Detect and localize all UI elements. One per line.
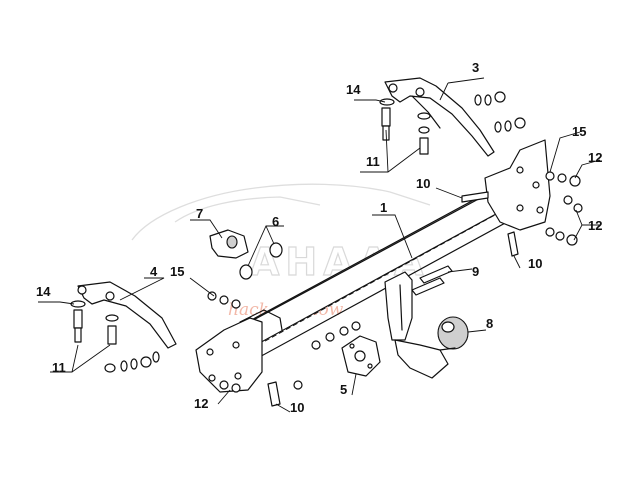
callout-12-bottom: 12 [194, 396, 208, 411]
callout-6: 6 [272, 214, 279, 229]
socket-plate-part-5 [341, 335, 381, 377]
callout-11-left: 11 [52, 360, 66, 375]
callout-10-top: 10 [416, 176, 430, 191]
watermark-car-roof [174, 196, 321, 223]
callout-5: 5 [340, 382, 347, 397]
callout-labels: 1 3 4 5 6 7 8 9 10 10 10 11 11 12 12 12 … [36, 60, 602, 415]
center-washers [311, 321, 361, 350]
clamp-part-7 [209, 229, 249, 259]
bolts-part-9 [411, 265, 453, 296]
callout-7: 7 [196, 206, 203, 221]
left-bracket-part-4 [77, 281, 177, 349]
hitch-mount-bracket [384, 271, 413, 341]
left-side-plate [195, 309, 283, 393]
left-bracket-nuts [104, 351, 160, 373]
right-side-plate [484, 139, 551, 231]
callout-4: 4 [150, 264, 158, 279]
callout-9: 9 [472, 264, 479, 279]
tow-ball-part-8 [394, 316, 469, 379]
callout-leaders [38, 77, 601, 413]
callout-1: 1 [380, 200, 387, 215]
left-bracket-bolt-stack [70, 300, 119, 345]
callout-15-left: 15 [170, 264, 184, 279]
bolt-set-right [461, 171, 583, 257]
callout-10-right: 10 [528, 256, 542, 271]
callout-3: 3 [472, 60, 479, 75]
callout-11-right: 11 [366, 154, 380, 169]
callout-15-right: 15 [572, 124, 586, 139]
callout-12-right: 12 [588, 218, 602, 233]
bolt-set-left [207, 291, 303, 407]
callout-12-top: 12 [588, 150, 602, 165]
spacers-part-6 [239, 242, 283, 280]
right-bracket-nuts [474, 91, 526, 133]
right-bracket-part-3 [384, 77, 495, 157]
watermark-car-outline [131, 183, 431, 241]
callout-14-right: 14 [346, 82, 361, 97]
callout-8: 8 [486, 316, 493, 331]
callout-14-left: 14 [36, 284, 51, 299]
callout-10-bottom: 10 [290, 400, 304, 415]
